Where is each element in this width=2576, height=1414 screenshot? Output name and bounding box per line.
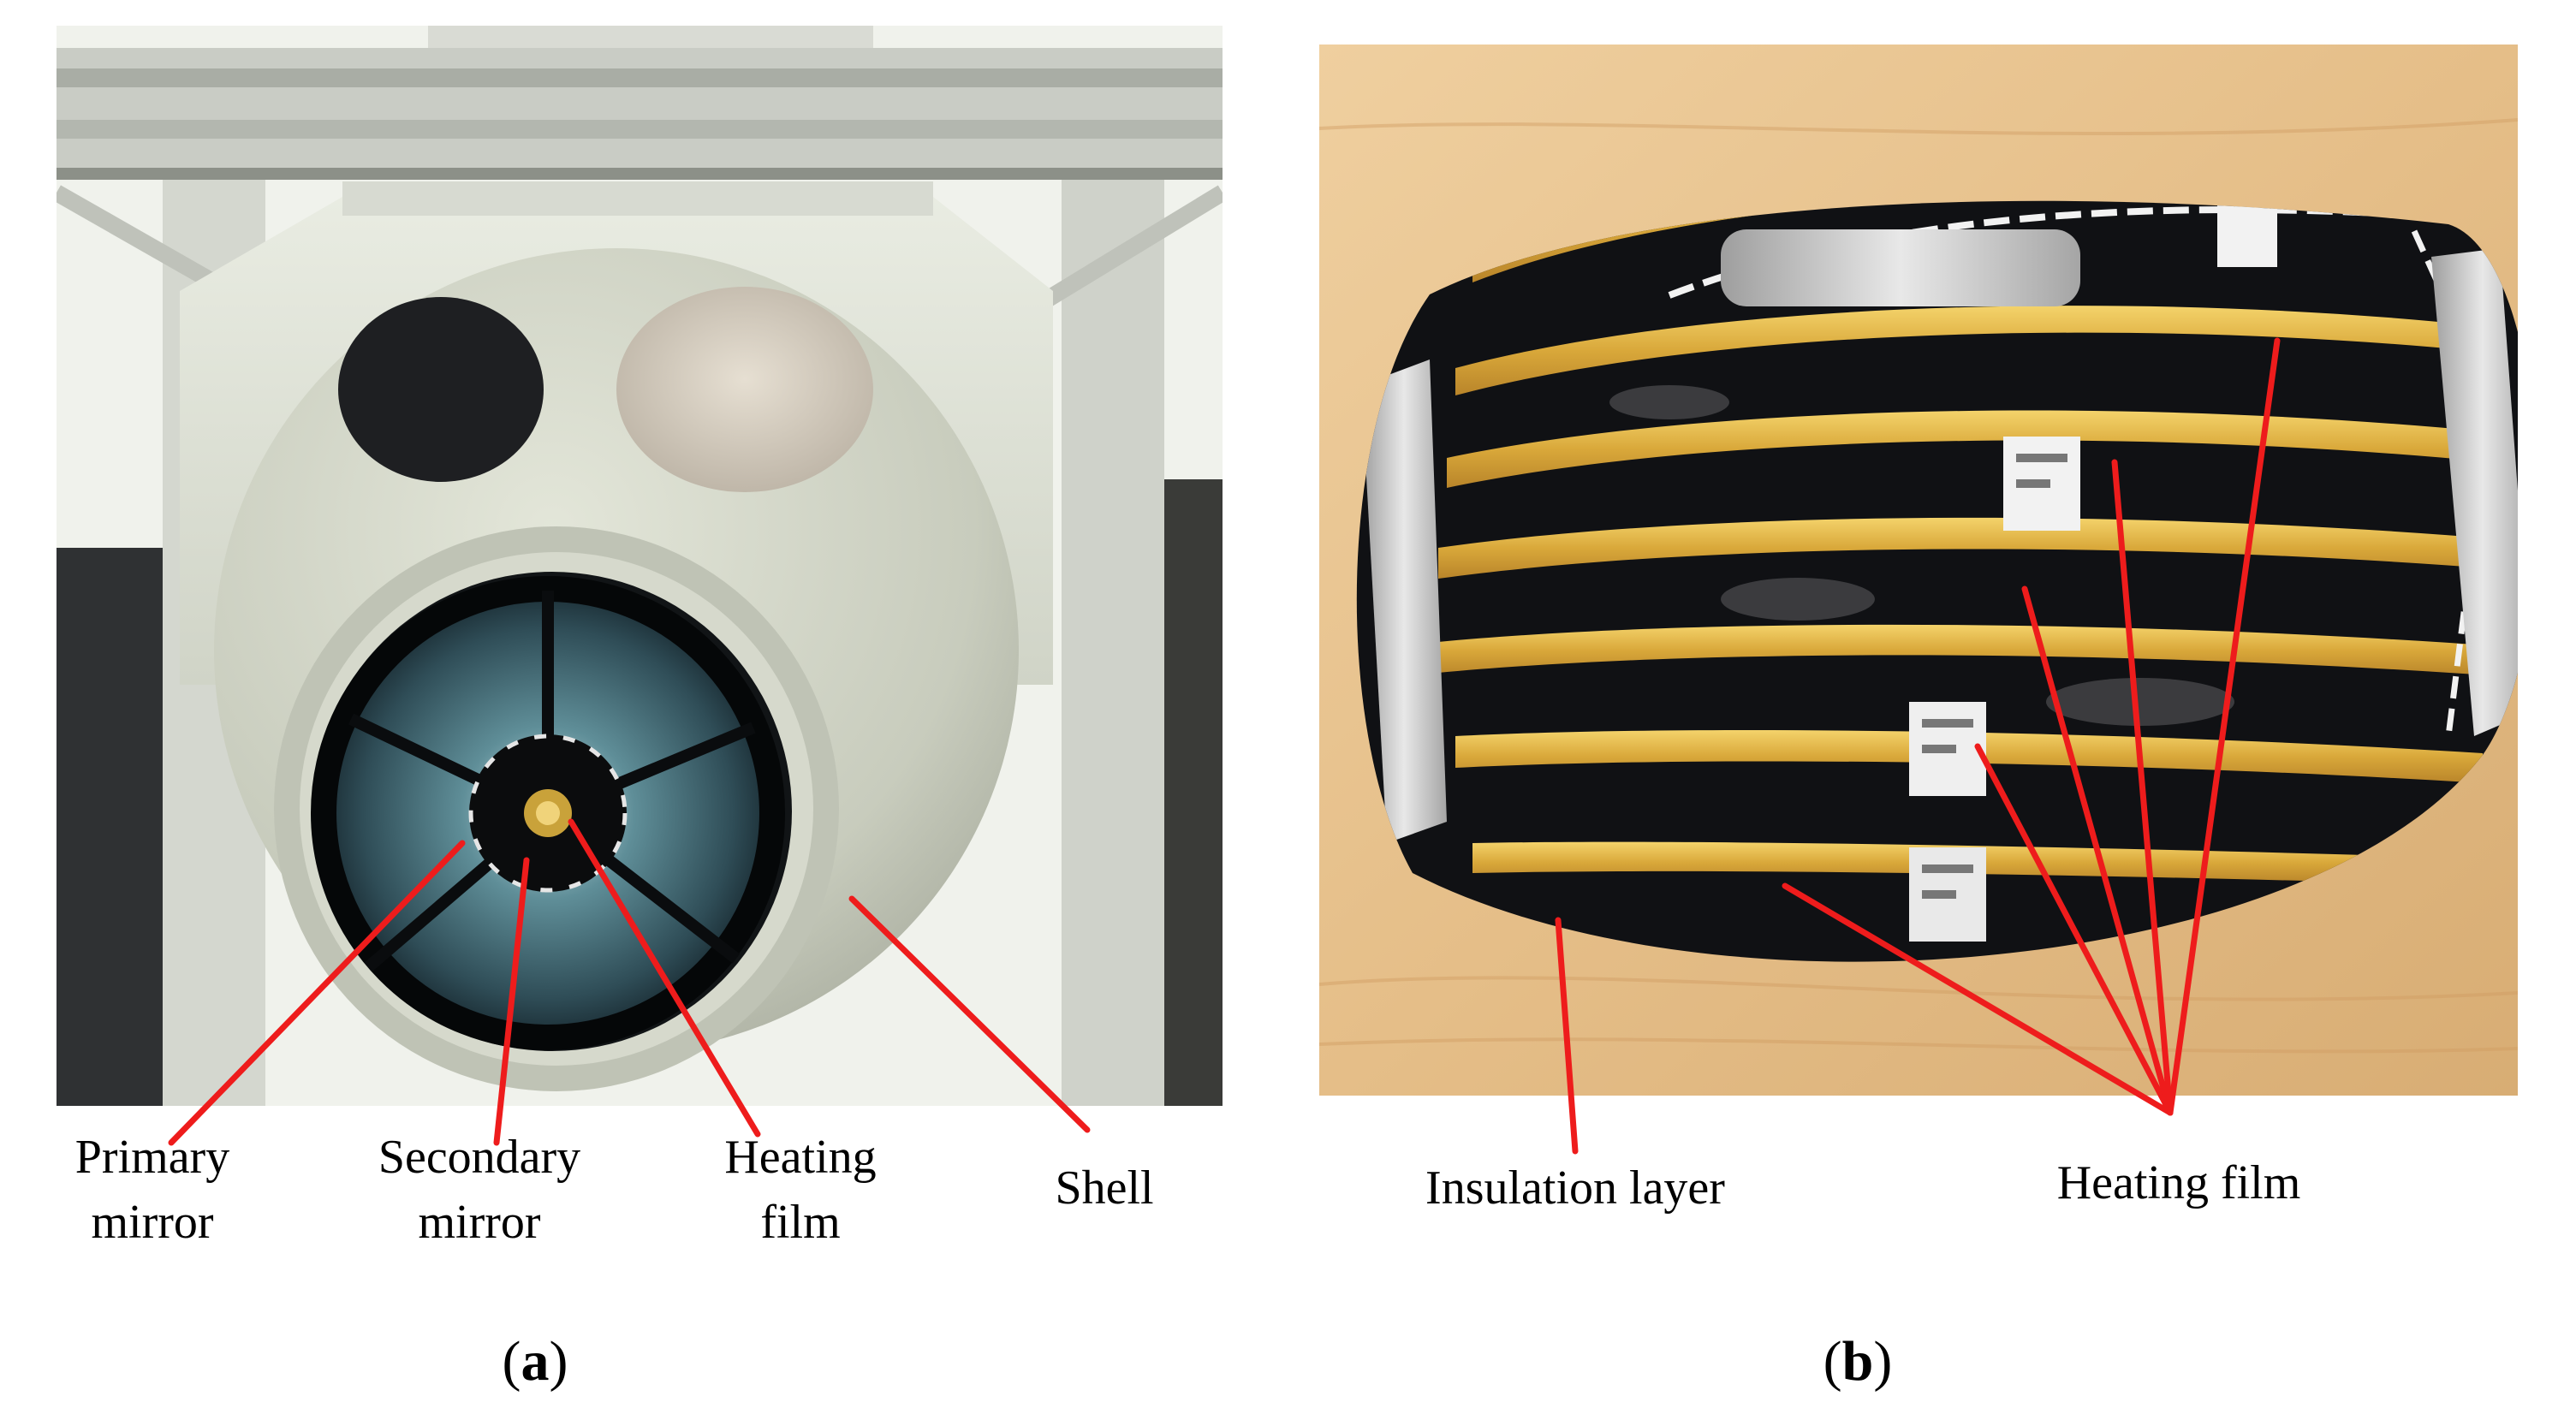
label-heating-film-b: Heating film xyxy=(2057,1156,2301,1209)
panel-a-photo xyxy=(57,26,1223,1106)
leader-insulation-layer xyxy=(1555,917,1579,1155)
label-secondary-mirror-line1: Secondary xyxy=(378,1131,580,1184)
label-primary-mirror-line2: mirror xyxy=(91,1196,213,1249)
insulation-shell xyxy=(1356,200,2518,962)
caption-panel-a: (a) xyxy=(503,1330,568,1393)
label-primary-mirror-line1: Primary xyxy=(75,1131,229,1184)
label-heating-film-a-line2: film xyxy=(760,1196,840,1249)
leader-shell xyxy=(848,895,1091,1133)
panel-b-photo xyxy=(1319,45,2518,1096)
caption-panel-b: (b) xyxy=(1823,1330,1893,1393)
panel-b-labels: Insulation layer Heating film xyxy=(1425,1156,2300,1215)
leader-heating-film-b xyxy=(1782,337,2281,1116)
label-heating-film-a-line1: Heating xyxy=(724,1131,876,1184)
label-secondary-mirror-line2: mirror xyxy=(418,1196,540,1249)
leader-secondary-mirror xyxy=(493,857,530,1146)
panel-a-labels: Primary mirror Secondary mirror Heating … xyxy=(75,1131,1154,1249)
leader-primary-mirror xyxy=(168,840,466,1146)
leader-heating-film-a xyxy=(568,818,761,1138)
label-shell: Shell xyxy=(1055,1162,1153,1215)
label-insulation-layer: Insulation layer xyxy=(1425,1162,1725,1215)
panel-a-leaders xyxy=(168,818,1091,1146)
panel-b-leaders xyxy=(1555,337,2281,1155)
